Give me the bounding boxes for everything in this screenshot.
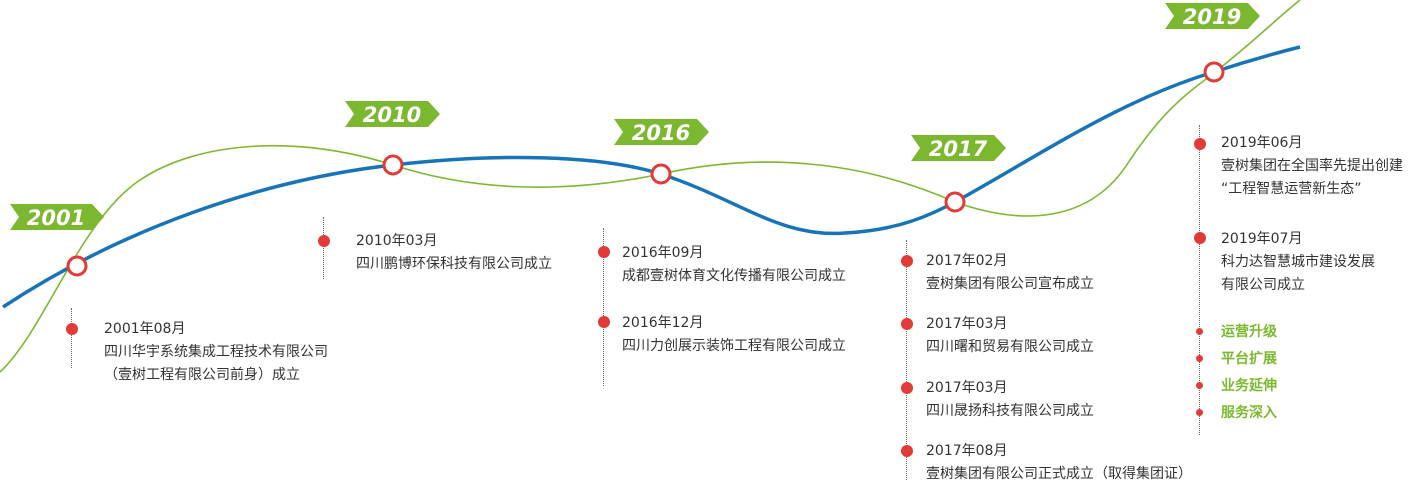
dotted-connector [1199,125,1200,435]
event-bullet [598,316,610,328]
event-bullet [66,323,78,335]
dotted-connector [323,217,324,279]
event-date: 2010年03月 [356,233,438,249]
event-text: 壹树集团有限公司宣布成立 [926,276,1094,292]
year-label: 2019 [1183,5,1241,29]
event-bullet [901,382,913,394]
event-bullet [901,318,913,330]
event-text: 有限公司成立 [1221,277,1305,293]
event-2016-09: 2016年09月 成都壹树体育文化传播有限公司成立 [622,242,846,288]
event-text: 壹树集团有限公司正式成立（取得集团证） [926,466,1192,482]
event-2017-03-a: 2017年03月 四川曙和贸易有限公司成立 [926,313,1094,359]
event-2017-03-b: 2017年03月 四川晟扬科技有限公司成立 [926,377,1094,423]
event-date: 2001年08月 [104,321,186,337]
highlight-service-deepening: 服务深入 [1221,405,1277,421]
event-date: 2016年09月 [622,245,704,261]
highlight-business-extension: 业务延伸 [1221,378,1277,394]
timeline-node-2001 [66,255,88,277]
green-growth-curve [0,0,1301,373]
dotted-connector [71,308,72,368]
event-date: 2017年03月 [926,380,1008,396]
event-date: 2017年03月 [926,316,1008,332]
timeline-node-2017 [944,191,966,213]
event-date: 2019年07月 [1221,231,1303,247]
event-2010-03: 2010年03月 四川鹏博环保科技有限公司成立 [356,230,552,276]
year-flag-2019: 2019 [1165,3,1260,29]
highlight-bullet [1196,382,1203,389]
event-text: “工程智慧运营新生态” [1221,181,1362,197]
event-2017-08: 2017年08月 壹树集团有限公司正式成立（取得集团证） [926,440,1192,486]
event-bullet [598,246,610,258]
year-flag-2016: 2016 [614,119,709,145]
event-text: 四川力创展示装饰工程有限公司成立 [622,338,846,354]
event-date: 2017年02月 [926,253,1008,269]
timeline-node-2019 [1203,61,1225,83]
event-2001-08: 2001年08月 四川华宇系统集成工程技术有限公司 （壹树工程有限公司前身）成立 [104,318,328,387]
highlight-bullet [1196,328,1203,335]
event-2016-12: 2016年12月 四川力创展示装饰工程有限公司成立 [622,312,846,358]
event-text: （壹树工程有限公司前身）成立 [104,367,300,383]
event-bullet [318,235,330,247]
event-text: 四川晟扬科技有限公司成立 [926,403,1094,419]
year-label: 2017 [929,137,988,161]
blue-growth-curve [2,45,1301,309]
highlight-bullet [1196,355,1203,362]
timeline-node-2016 [650,163,672,185]
year-flag-2001: 2001 [10,204,104,230]
event-2019-06: 2019年06月 壹树集团在全国率先提出创建 “工程智慧运营新生态” [1221,132,1403,201]
year-label: 2001 [27,206,85,230]
event-bullet [1194,232,1206,244]
event-date: 2017年08月 [926,443,1008,459]
dotted-connector [906,240,907,480]
highlight-bullet [1196,409,1203,416]
event-text: 科力达智慧城市建设发展 [1221,254,1375,270]
event-text: 四川华宇系统集成工程技术有限公司 [104,344,328,360]
event-bullet [901,255,913,267]
event-text: 壹树集团在全国率先提出创建 [1221,158,1403,174]
dotted-connector [603,228,604,386]
year-flag-2010: 2010 [345,101,440,127]
event-2017-02: 2017年02月 壹树集团有限公司宣布成立 [926,250,1094,296]
event-bullet [1194,138,1206,150]
highlight-operations-upgrade: 运营升级 [1221,324,1277,340]
highlight-platform-expansion: 平台扩展 [1221,351,1277,367]
year-label: 2010 [363,103,421,127]
event-date: 2016年12月 [622,315,704,331]
timeline-node-2010 [382,154,404,176]
year-label: 2016 [632,121,690,145]
year-flag-2017: 2017 [911,135,1006,161]
event-2019-07: 2019年07月 科力达智慧城市建设发展 有限公司成立 [1221,228,1375,297]
event-text: 四川鹏博环保科技有限公司成立 [356,256,552,272]
event-date: 2019年06月 [1221,135,1303,151]
event-text: 成都壹树体育文化传播有限公司成立 [622,268,846,284]
event-bullet [901,445,913,457]
event-text: 四川曙和贸易有限公司成立 [926,339,1094,355]
